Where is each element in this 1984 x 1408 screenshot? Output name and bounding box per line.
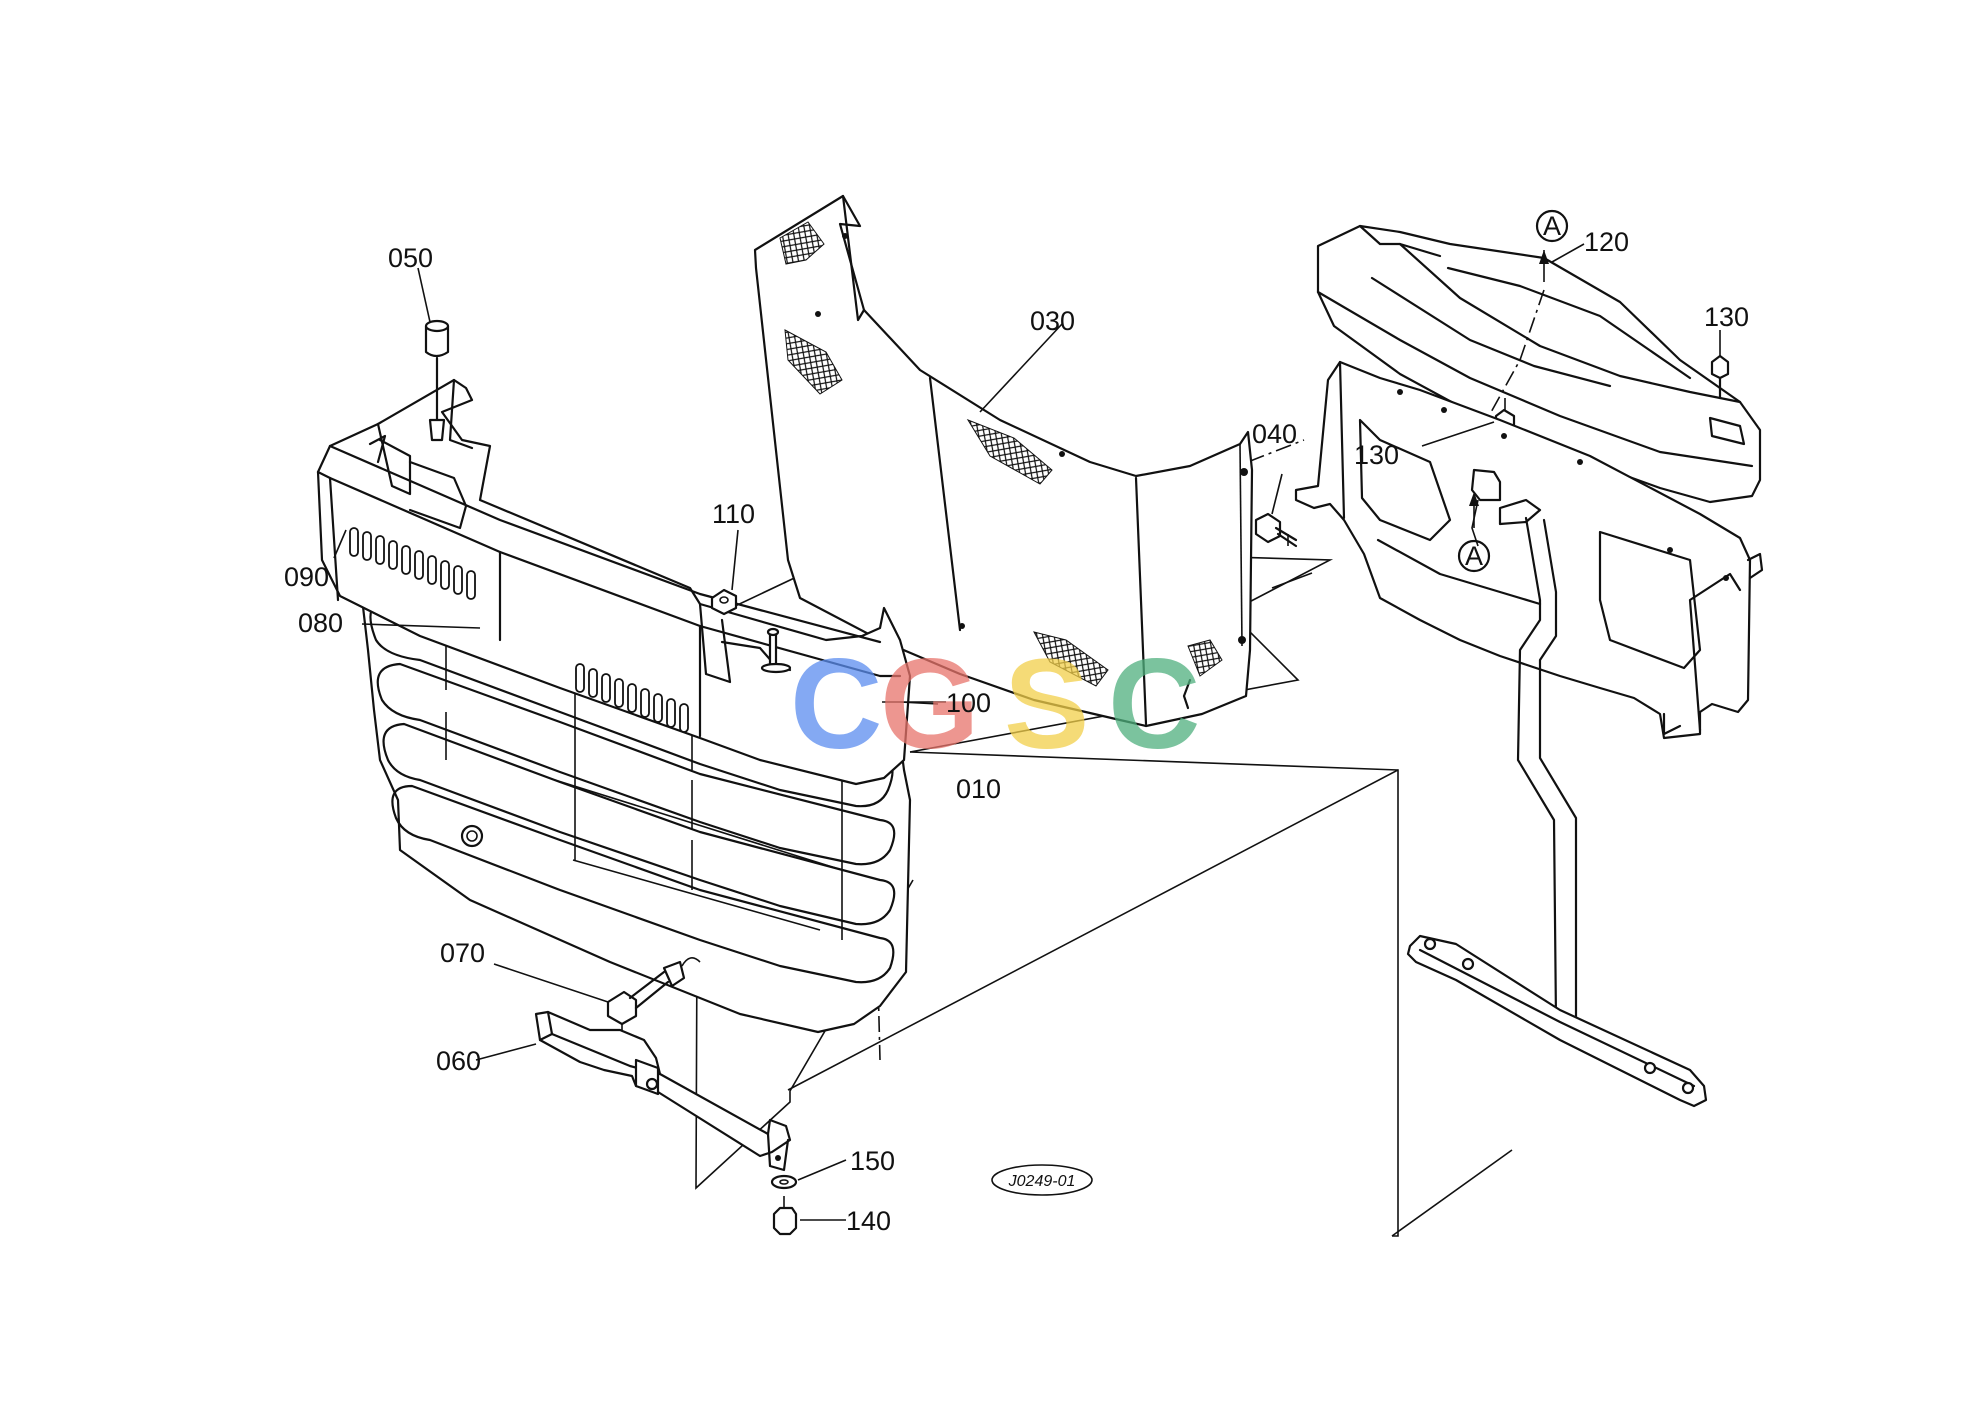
upper-frame-090	[316, 378, 912, 786]
stud-100	[760, 627, 792, 674]
bolt-040	[1254, 512, 1298, 548]
ref-mark-a-lower: A	[1457, 539, 1491, 573]
label-050: 050	[388, 243, 433, 273]
base-plate	[1406, 934, 1708, 1108]
bushing-050	[424, 319, 450, 442]
svg-text:A: A	[1465, 541, 1483, 571]
hood-latch	[1470, 468, 1542, 547]
watermark-letter-s: S	[1004, 633, 1089, 776]
label-140: 140	[846, 1206, 891, 1236]
label-030: 030	[1030, 306, 1075, 336]
label-060: 060	[436, 1046, 481, 1076]
label-120: 120	[1584, 227, 1629, 257]
rear-panel-030	[753, 194, 1254, 728]
leader-lines	[333, 243, 1721, 1221]
watermark-letter-c1: C	[790, 633, 882, 776]
ref-mark-a-top: A	[1535, 209, 1569, 243]
svg-text:A: A	[1543, 211, 1561, 241]
top-cover-120	[1316, 224, 1762, 506]
svg-text:J0249-01: J0249-01	[1008, 1173, 1076, 1190]
mounting-frame	[1294, 360, 1764, 740]
bracket-060	[534, 1010, 792, 1172]
watermark-letter-g: G	[880, 633, 980, 776]
vent-slots-right	[575, 663, 689, 733]
vent-slots-left	[349, 527, 476, 600]
washer-150	[770, 1174, 798, 1190]
nut-110	[710, 588, 738, 616]
drawing-code: J0249-01	[991, 1164, 1093, 1196]
label-090: 090	[284, 562, 329, 592]
label-080: 080	[298, 608, 343, 638]
bolt-140	[772, 1196, 798, 1236]
label-040: 040	[1252, 419, 1297, 449]
label-010: 010	[956, 774, 1001, 804]
label-110: 110	[712, 499, 755, 529]
label-070: 070	[440, 938, 485, 968]
label-100: 100	[946, 688, 991, 718]
label-130-lower: 130	[1354, 440, 1399, 470]
watermark: C G S C	[790, 633, 1200, 776]
part-labels: 050 090 080 110 030 040 100 010 070 060 …	[284, 227, 1749, 1236]
label-130-upper: 130	[1704, 302, 1749, 332]
watermark-letter-c2: C	[1108, 633, 1200, 776]
label-150: 150	[850, 1146, 895, 1176]
